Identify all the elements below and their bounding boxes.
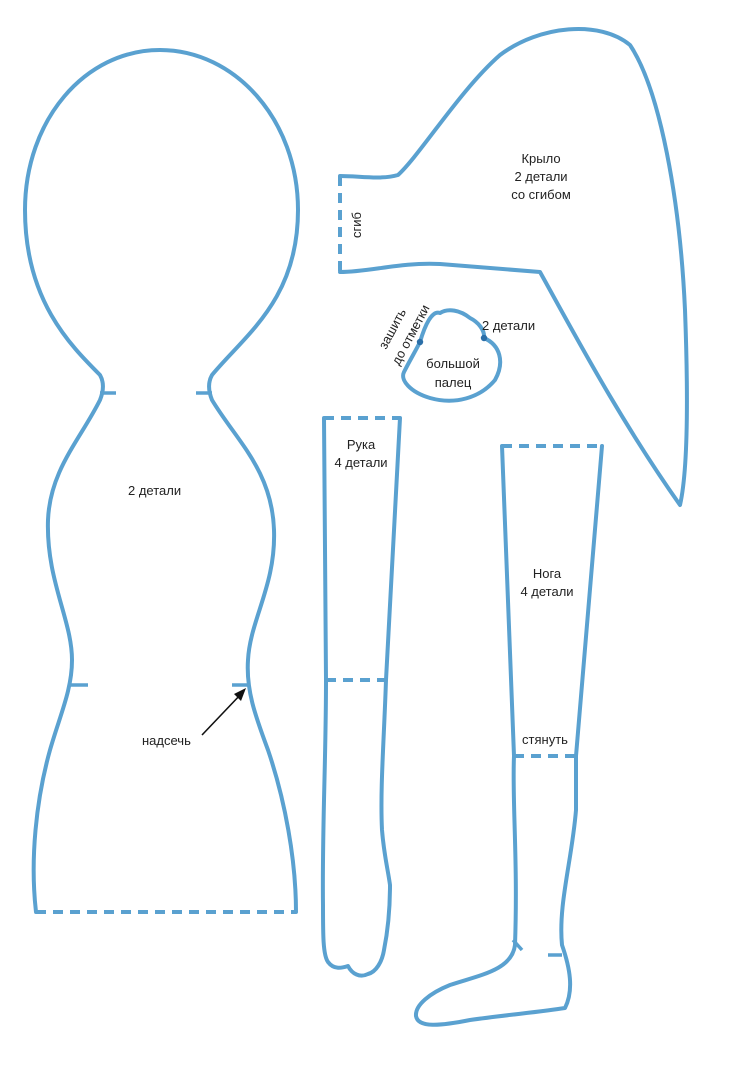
leg-name-label: Нога [533,566,562,581]
thumb-outline [401,308,503,403]
leg-gather-label: стянуть [522,732,568,747]
thumb-piece: зашить до отметки 2 детали большой палец [375,302,535,403]
thumb-name-2: палец [435,375,472,390]
wing-piece: сгиб Крыло 2 детали со сгибом [338,27,689,507]
leg-piece: Нога 4 детали стянуть [414,444,604,1027]
body-outline [23,48,300,914]
thumb-name-1: большой [426,356,480,371]
body-piece: 2 детали надсечь [23,48,300,914]
leg-count-label: 4 детали [520,584,573,599]
thumb-count-label: 2 детали [482,318,535,333]
wing-name-label: Крыло [521,151,560,166]
wing-fold-label: сгиб [349,212,364,238]
arm-count-label: 4 детали [334,455,387,470]
wing-count-label: 2 детали [514,169,567,184]
arm-outline [320,416,402,978]
notch-label: надсечь [142,733,191,748]
wing-outline [338,27,689,507]
notch-arrow [201,692,243,736]
body-count-label: 2 детали [128,483,181,498]
thumb-mark-left [416,338,424,346]
arm-piece: Рука 4 детали [320,416,402,978]
wing-fold-note: со сгибом [511,187,571,202]
leg-notch-left [511,938,524,952]
thumb-mark-right [480,334,488,342]
leg-outline [414,444,604,1027]
arm-name-label: Рука [347,437,376,452]
notch-arrowhead [234,688,246,701]
